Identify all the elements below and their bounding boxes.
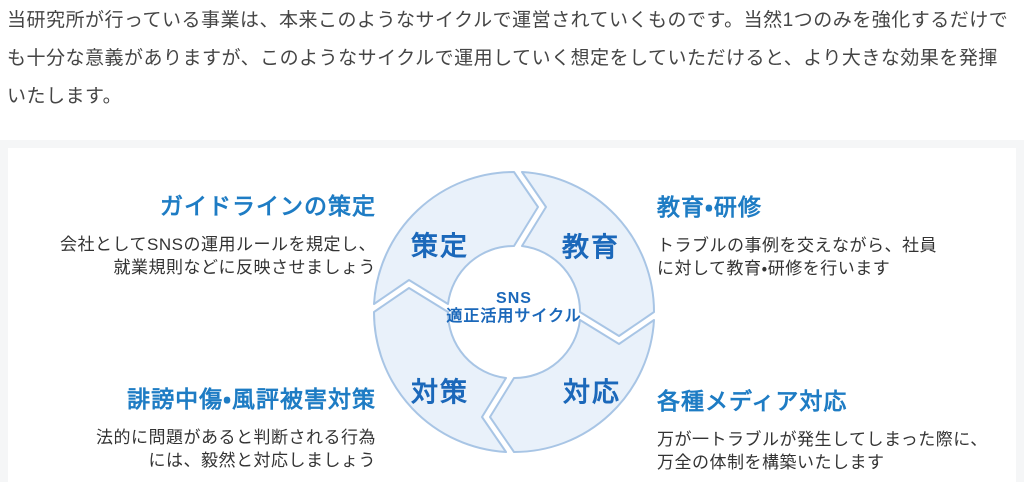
segment-label-kyouiku: 教育 (562, 232, 620, 263)
segment-shape-taisaku (372, 287, 507, 453)
block-media-line2: 万全の体制を構築いたします (657, 453, 885, 472)
center-label-line2: 適正活用サイクル (446, 308, 582, 325)
block-guideline-title: ガイドラインの策定 (160, 193, 376, 219)
segment-shape-taiou (489, 319, 655, 454)
segment-label-taisaku: 対策 (411, 377, 469, 408)
block-education-line1: トラブルの事例を交えながら、社員 (657, 236, 937, 255)
block-countermeasure-line2: には、毅然と対応しましょう (148, 451, 376, 470)
block-guideline-line2: 就業規則などに反映させましょう (113, 258, 376, 277)
segment-label-sakutei: 策定 (411, 231, 469, 262)
cycle-ring-graphic (372, 170, 656, 454)
block-media-title: 各種メディア対応 (657, 388, 848, 414)
block-education-body: トラブルの事例を交えながら、社員 に対して教育・研修を行います (657, 234, 937, 280)
block-guideline-line1: 会社としてSNSの運用ルールを規定し、 (60, 235, 376, 254)
segment-shape-sakutei (373, 170, 539, 305)
block-guideline: ガイドラインの策定 会社としてSNSの運用ルールを規定し、 就業規則などに反映さ… (60, 187, 376, 279)
block-countermeasure-body: 法的に問題があると判断される行為 には、毅然と対応しましょう (96, 426, 376, 472)
block-education-title: 教育・研修 (657, 194, 762, 220)
block-countermeasure: 誹謗中傷・風評被害対策 法的に問題があると判断される行為 には、毅然と対応しまし… (96, 380, 376, 472)
center-label-line1: SNS (496, 290, 532, 307)
block-education: 教育・研修 トラブルの事例を交えながら、社員 に対して教育・研修を行います (657, 188, 937, 280)
intro-paragraph: 当研究所が行っている事業は、本来このようなサイクルで運営されていくものです。当然… (7, 10, 1009, 107)
block-media-body: 万が一トラブルが発生してしまった際に、 万全の体制を構築いたします (657, 428, 988, 474)
block-guideline-body: 会社としてSNSの運用ルールを規定し、 就業規則などに反映させましょう (60, 233, 376, 279)
block-media: 各種メディア対応 万が一トラブルが発生してしまった際に、 万全の体制を構築いたし… (657, 382, 988, 474)
segment-label-taiou: 対応 (563, 377, 621, 408)
block-countermeasure-title: 誹謗中傷・風評被害対策 (127, 386, 376, 412)
segment-shape-kyouiku (521, 171, 656, 337)
block-education-line2: に対して教育・研修を行います (657, 259, 891, 278)
block-media-line1: 万が一トラブルが発生してしまった際に、 (657, 430, 988, 449)
sns-cycle-diagram: 策定 教育 対策 対応 SNS 適正活用サイクル (364, 162, 664, 462)
diagram-center-label: SNS 適正活用サイクル (446, 290, 581, 326)
block-countermeasure-line1: 法的に問題があると判断される行為 (96, 428, 376, 447)
